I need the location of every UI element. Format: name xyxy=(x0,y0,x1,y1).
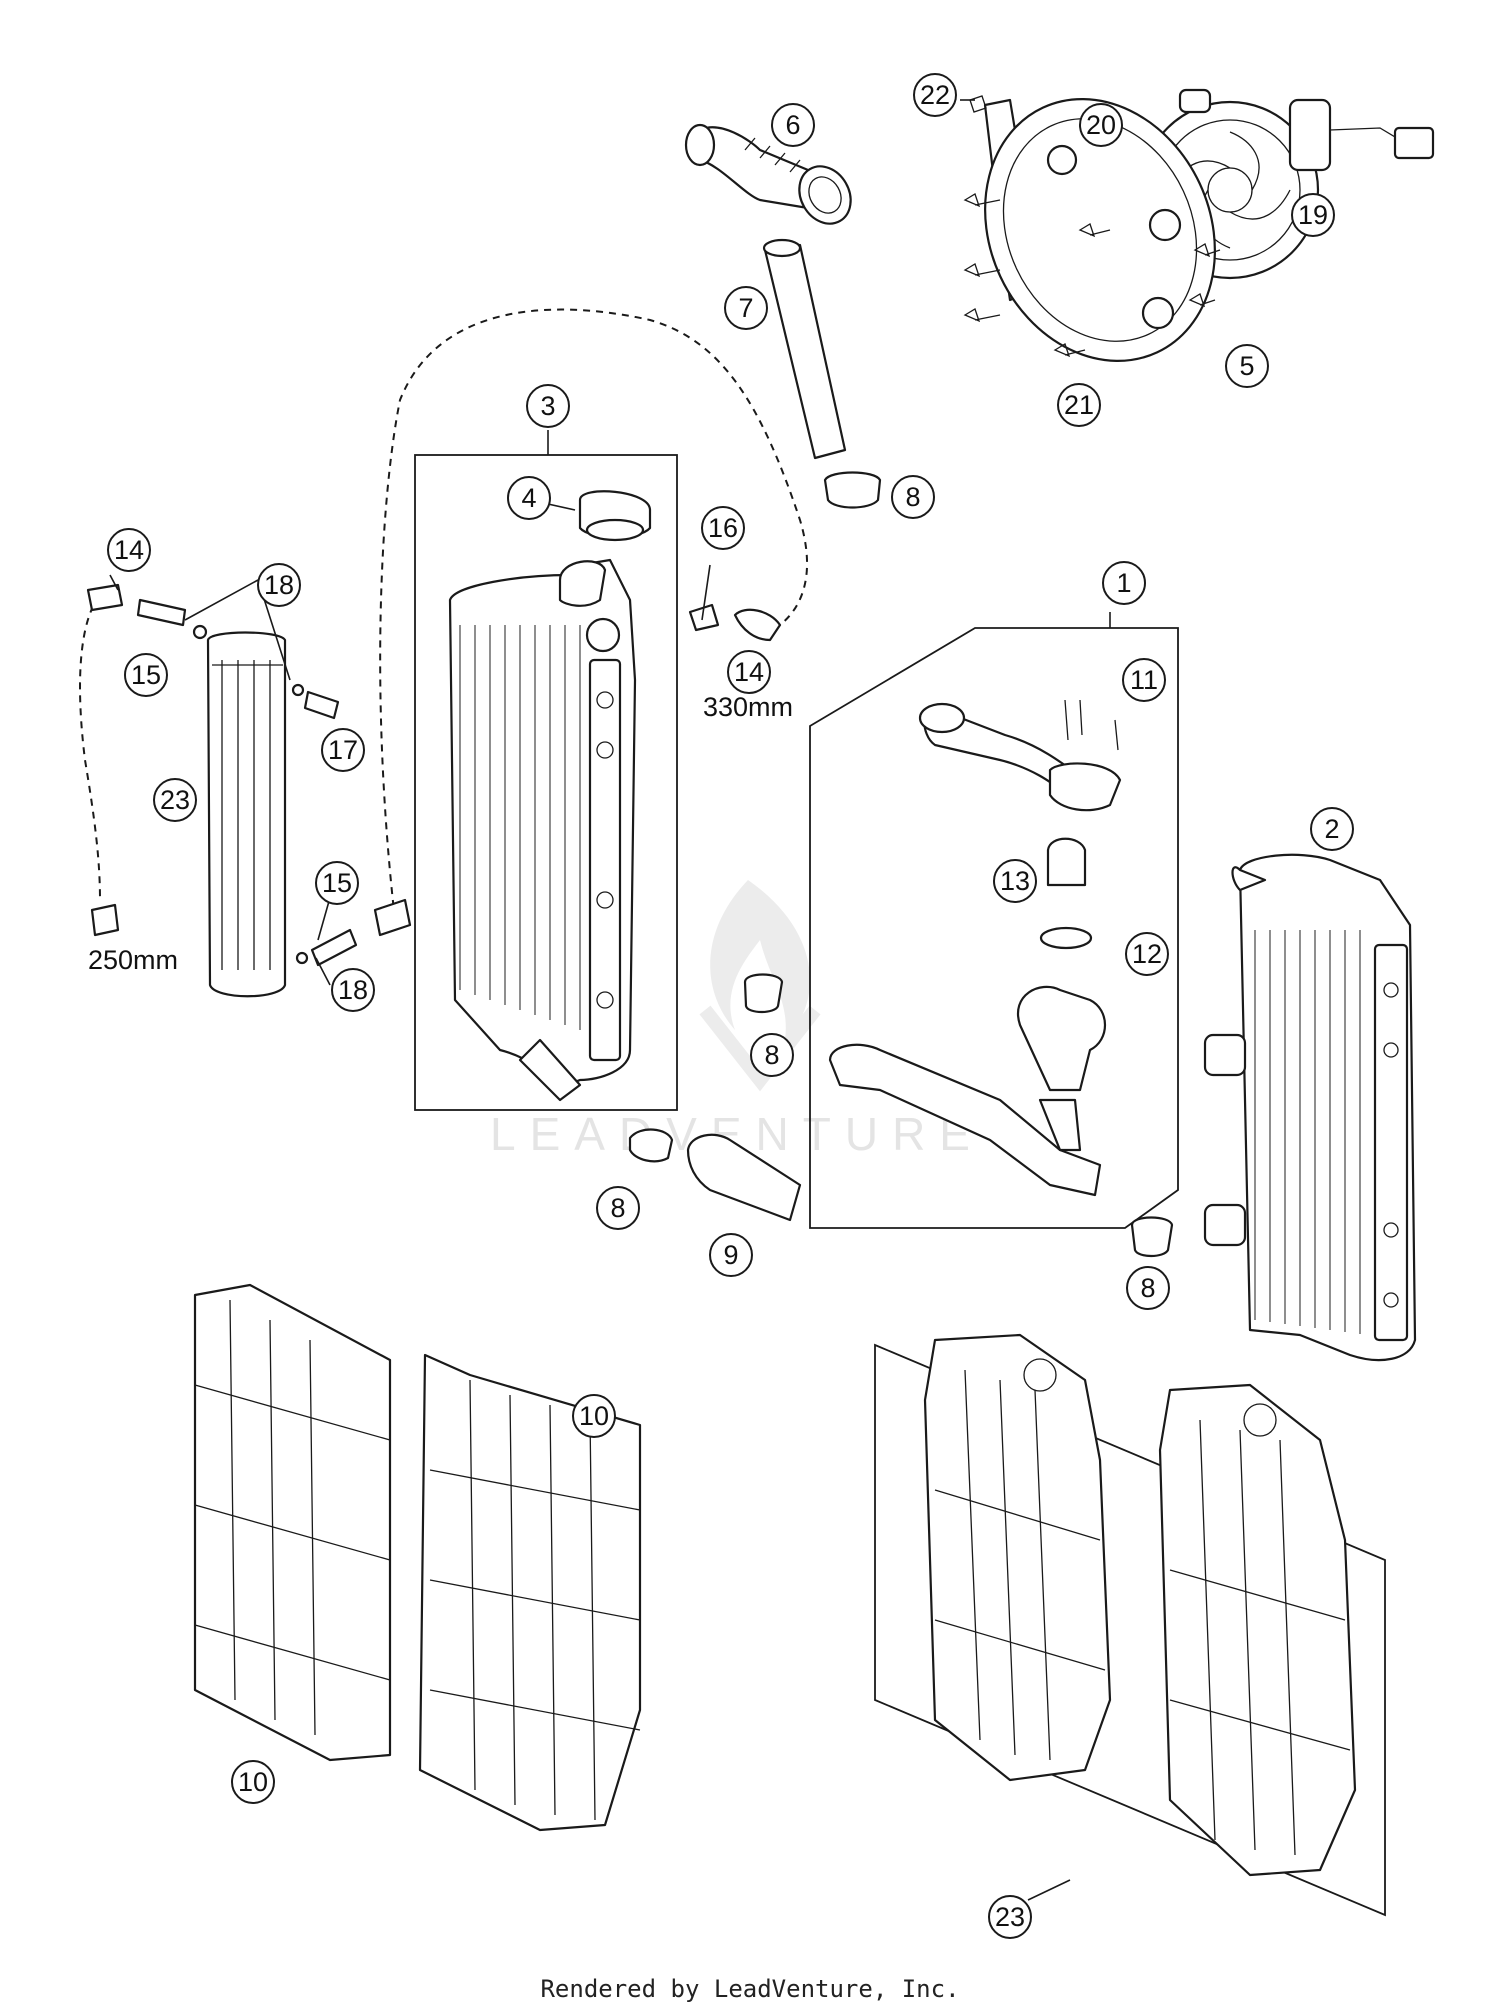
svg-text:12: 12 xyxy=(1132,939,1162,969)
svg-text:8: 8 xyxy=(764,1040,779,1070)
callout-13: 13 xyxy=(993,859,1037,903)
svg-text:8: 8 xyxy=(610,1193,625,1223)
louver-center xyxy=(418,1353,642,1832)
callout-2: 2 xyxy=(1310,807,1354,851)
callout-20: 20 xyxy=(1079,103,1123,147)
callout-18-bottom: 18 xyxy=(331,968,375,1012)
svg-text:23: 23 xyxy=(995,1902,1025,1932)
svg-text:9: 9 xyxy=(723,1240,738,1270)
callout-10-center: 10 xyxy=(572,1394,616,1438)
svg-text:7: 7 xyxy=(738,293,753,323)
svg-text:13: 13 xyxy=(1000,866,1030,896)
svg-text:8: 8 xyxy=(1140,1273,1155,1303)
callout-10-left: 10 xyxy=(231,1760,275,1804)
svg-text:20: 20 xyxy=(1086,110,1116,140)
louver-left xyxy=(193,1283,392,1762)
radiator-center xyxy=(448,490,652,1102)
callout-12: 12 xyxy=(1125,932,1169,976)
svg-text:17: 17 xyxy=(328,735,358,765)
shroud-right xyxy=(1158,1383,1357,1877)
svg-text:5: 5 xyxy=(1239,351,1254,381)
clamp-left xyxy=(628,1128,674,1163)
callout-9: 9 xyxy=(709,1233,753,1277)
callout-3: 3 xyxy=(526,384,570,428)
svg-text:23: 23 xyxy=(160,785,190,815)
callout-15-top: 15 xyxy=(124,653,168,697)
callout-18-top: 18 xyxy=(257,563,301,607)
callout-8-left: 8 xyxy=(596,1186,640,1230)
callout-23-bottom: 23 xyxy=(988,1895,1032,1939)
callout-15-bottom: 15 xyxy=(315,861,359,905)
svg-text:10: 10 xyxy=(579,1401,609,1431)
callout-5: 5 xyxy=(1225,344,1269,388)
dimension-330mm: 330mm xyxy=(703,692,793,722)
svg-text:4: 4 xyxy=(521,483,536,513)
svg-text:1: 1 xyxy=(1116,568,1131,598)
callout-11: 11 xyxy=(1122,658,1166,702)
svg-text:14: 14 xyxy=(114,535,144,565)
svg-text:3: 3 xyxy=(540,391,555,421)
hose-9 xyxy=(686,1133,802,1222)
radiator-right xyxy=(1203,853,1417,1362)
callout-17: 17 xyxy=(321,728,365,772)
upper-hose-assembly xyxy=(684,123,882,509)
sleeve-left xyxy=(743,973,784,1014)
svg-text:8: 8 xyxy=(905,482,920,512)
callout-1: 1 xyxy=(1102,561,1146,605)
svg-text:15: 15 xyxy=(322,868,352,898)
overflow-hose-250 xyxy=(79,594,101,901)
thermostat-assembly xyxy=(828,699,1122,1197)
callout-8-right: 8 xyxy=(1126,1266,1170,1310)
footer-credit: Rendered by LeadVenture, Inc. xyxy=(540,1975,960,2003)
shroud-left xyxy=(923,1333,1112,1782)
svg-text:19: 19 xyxy=(1298,200,1328,230)
overflow-hose-330 xyxy=(379,308,808,921)
radiator-left-small xyxy=(206,631,287,998)
callout-22: 22 xyxy=(913,73,957,117)
svg-text:11: 11 xyxy=(1130,665,1158,695)
callout-4: 4 xyxy=(507,476,551,520)
svg-text:22: 22 xyxy=(920,80,950,110)
svg-text:21: 21 xyxy=(1064,390,1094,420)
thermostat-kit-box xyxy=(809,627,1179,1229)
svg-text:10: 10 xyxy=(238,1767,268,1797)
svg-text:14: 14 xyxy=(734,657,764,687)
fittings xyxy=(136,598,358,967)
callout-23-left: 23 xyxy=(153,778,197,822)
radiator-kit-box xyxy=(414,454,678,1111)
callout-6: 6 xyxy=(771,103,815,147)
fan-shroud xyxy=(963,95,1221,362)
dimension-250mm: 250mm xyxy=(88,945,178,975)
svg-text:16: 16 xyxy=(708,513,738,543)
callout-14-left: 14 xyxy=(107,528,151,572)
callout-8-mid: 8 xyxy=(750,1033,794,1077)
callout-21: 21 xyxy=(1057,383,1101,427)
svg-text:2: 2 xyxy=(1324,814,1339,844)
callout-14-right: 14 xyxy=(727,650,771,694)
callout-7: 7 xyxy=(724,286,768,330)
callout-8-top: 8 xyxy=(891,475,935,519)
sleeve-right xyxy=(1130,1216,1174,1258)
svg-text:15: 15 xyxy=(131,660,161,690)
callout-19: 19 xyxy=(1291,193,1335,237)
callout-16: 16 xyxy=(701,506,745,550)
svg-text:18: 18 xyxy=(338,975,368,1005)
svg-text:6: 6 xyxy=(785,110,800,140)
svg-text:18: 18 xyxy=(264,570,294,600)
